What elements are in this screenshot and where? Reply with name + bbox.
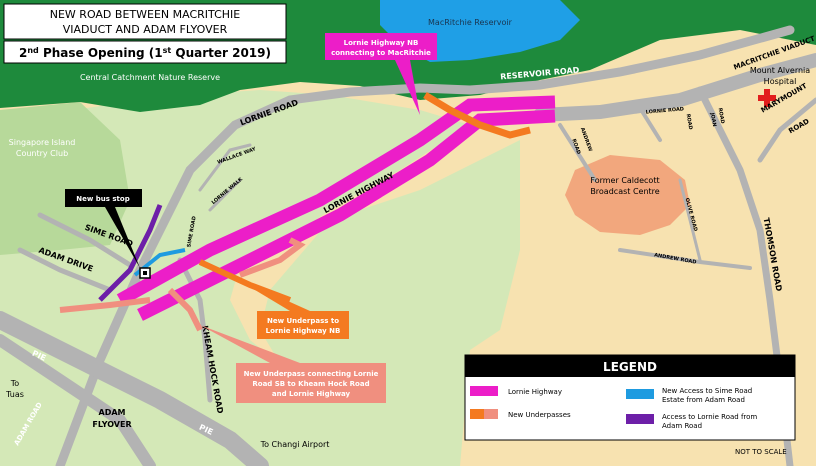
access-purple-road	[98, 204, 163, 302]
to-tuas-label-2: Tuas	[5, 390, 24, 399]
legend-swatch-underpass-b	[484, 409, 498, 419]
bus-stop-icon	[139, 267, 151, 279]
phase-box	[3, 40, 287, 64]
legend-swatch-highway	[470, 386, 498, 396]
to-tuas-label-1: To	[10, 379, 20, 388]
svg-text:and Lornie Highway: and Lornie Highway	[272, 390, 351, 398]
adam-flyover-label-2: FLYOVER	[92, 420, 131, 429]
hospital-label-1: Mount Alvernia	[750, 66, 810, 75]
title-line2: VIADUCT AND ADAM FLYOVER	[63, 23, 228, 36]
legend-label-access-blue-1: New Access to Sime Road	[662, 387, 752, 395]
hospital-cross-icon	[758, 89, 776, 107]
andrew-road-v-label-2: ROAD	[570, 138, 581, 155]
club-label-1: Singapore Island	[9, 138, 76, 147]
scale-note: NOT TO SCALE	[735, 448, 787, 456]
joan-road-label-1: JOAN	[709, 111, 718, 127]
lornie-road-small-label: LORNIE ROAD	[646, 106, 685, 115]
broadcast-label-1: Former Caldecott	[590, 176, 659, 185]
legend: LEGEND Lornie Highway New Underpasses Ne…	[464, 354, 796, 441]
legend-label-access-blue-2: Estate from Adam Road	[662, 396, 745, 404]
club-label-2: Country Club	[16, 149, 68, 158]
reservoir-label: MacRitchie Reservoir	[428, 18, 513, 27]
joan-road-label-2: ROAD	[717, 107, 726, 124]
svg-text:Lornie Highway NB: Lornie Highway NB	[266, 327, 341, 335]
broadcast-label-2: Broadcast Centre	[590, 187, 659, 196]
svg-text:Lornie Highway NB: Lornie Highway NB	[344, 39, 419, 47]
underpasses	[59, 91, 531, 332]
callout-underpass-sb: New Underpass connecting Lornie Road SB …	[200, 325, 386, 403]
callout-bus-stop: New bus stop	[65, 189, 142, 268]
legend-label-highway: Lornie Highway	[508, 388, 562, 396]
legend-title: LEGEND	[603, 360, 657, 374]
title-line1: NEW ROAD BETWEEN MACRITCHIE	[50, 8, 241, 21]
svg-text:Road SB to Kheam Hock Road: Road SB to Kheam Hock Road	[252, 380, 369, 388]
hospital-label-2: Hospital	[764, 77, 797, 86]
legend-label-underpass: New Underpasses	[508, 411, 571, 419]
svg-text:connecting to MacRitchie: connecting to MacRitchie	[331, 49, 431, 57]
callout-lornie-highway-nb: Lornie Highway NB connecting to MacRitch…	[325, 33, 437, 115]
callout-underpass-nb: New Underpass to Lornie Highway NB	[230, 275, 349, 339]
legend-swatch-underpass-a	[470, 409, 484, 419]
svg-text:New Underpass to: New Underpass to	[267, 317, 339, 325]
club-area	[0, 102, 130, 255]
legend-swatch-access-purple	[626, 414, 654, 424]
legend-swatch-access-blue	[626, 389, 654, 399]
adam-flyover-label-1: ADAM	[99, 408, 126, 417]
svg-text:New Underpass connecting Lorni: New Underpass connecting Lornie	[244, 370, 379, 378]
broadcast-centre-area	[565, 155, 690, 235]
title-box	[3, 3, 287, 40]
nature-reserve-label: Central Catchment Nature Reserve	[80, 73, 220, 82]
sime-road-small-label: SIME ROAD	[186, 216, 197, 248]
to-changi-label: To Changi Airport	[260, 440, 330, 449]
legend-label-access-purple-2: Adam Road	[662, 422, 702, 430]
lornie-highway	[116, 95, 556, 321]
legend-label-access-purple-1: Access to Lornie Road from	[662, 413, 757, 421]
svg-text:New bus stop: New bus stop	[76, 195, 129, 203]
road-v-label: ROAD	[685, 113, 694, 130]
phase-text: 2nd Phase Opening (1st Quarter 2019)	[19, 46, 271, 60]
